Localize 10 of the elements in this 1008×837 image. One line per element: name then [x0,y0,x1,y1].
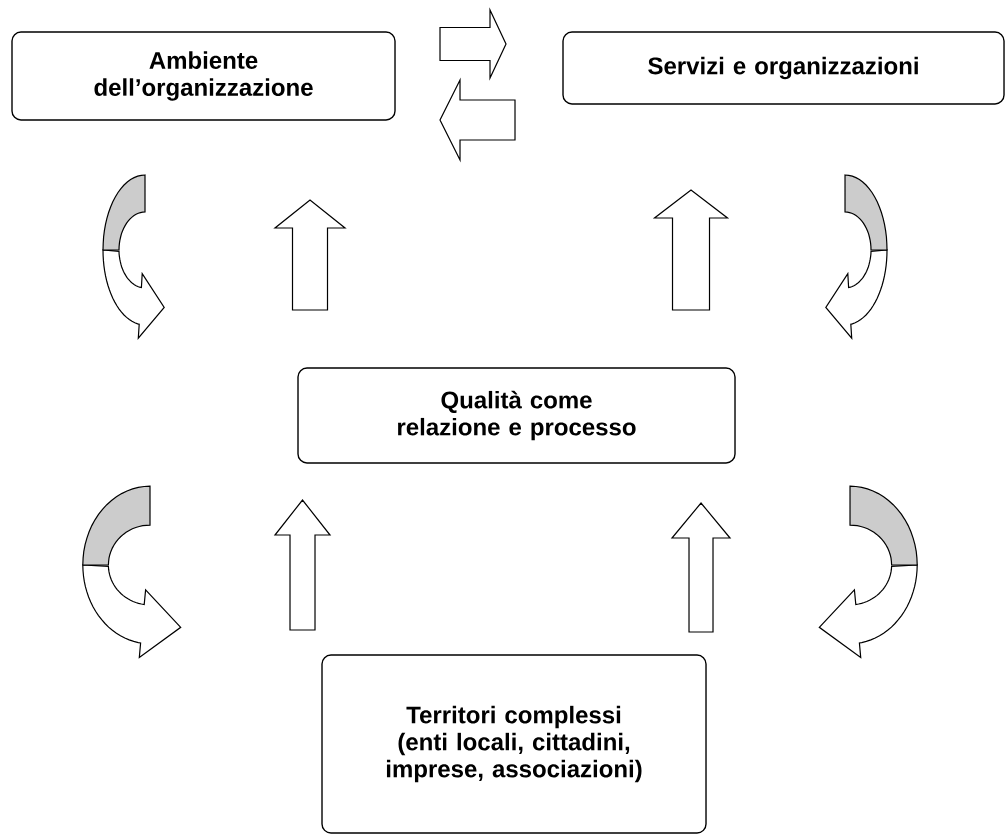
text-box: Territori complessi (enti locali, cittadini, imprese, associazioni) [321,654,707,834]
text-box: Qualità come relazione e processo [297,367,736,464]
block-arrow [439,77,516,163]
block-arrow [670,502,732,633]
block-arrow [439,7,507,81]
block-arrow [273,499,332,631]
text-box: Servizi e organizzazioni [562,31,1005,105]
block-arrow [652,189,730,311]
block-arrow [273,199,347,311]
text-box: Ambiente dell’organizzazione [11,31,396,121]
